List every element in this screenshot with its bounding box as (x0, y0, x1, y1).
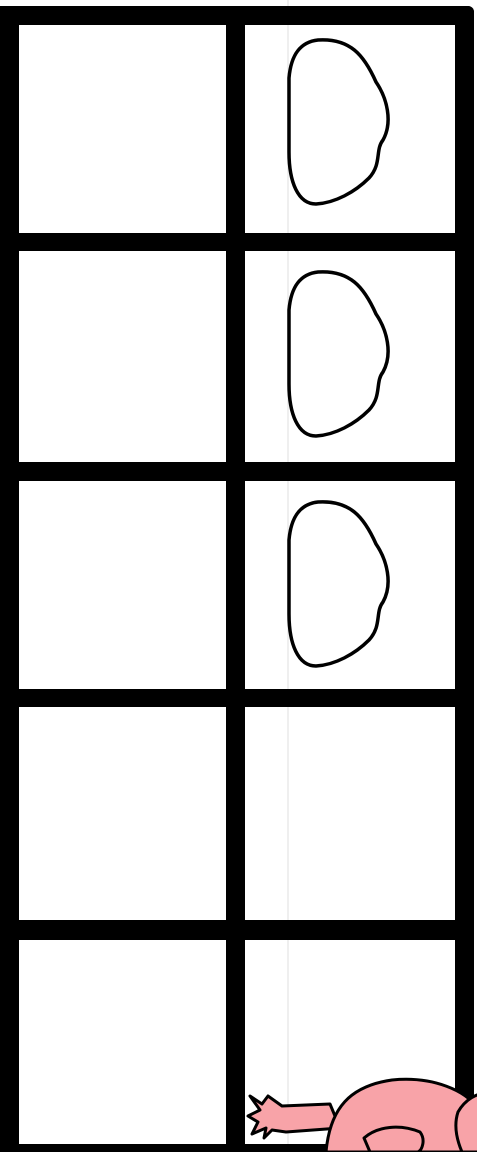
bean-counter-2 (289, 272, 388, 436)
frame-row-divider-3 (0, 689, 474, 707)
pink-character-wing (364, 1127, 423, 1152)
frame-center-divider (226, 6, 245, 1152)
frame-right-border (455, 6, 474, 1152)
frame-left-border (0, 6, 19, 1152)
bean-counter-3 (289, 502, 388, 666)
pink-character-tail (248, 1096, 340, 1138)
frame-row-divider-4 (0, 920, 474, 940)
frame-row-divider-1 (0, 233, 474, 251)
bean-counter-1 (289, 40, 388, 204)
ten-frame (0, 6, 474, 1152)
counters (289, 40, 388, 666)
pink-character (248, 1079, 477, 1152)
frame-row-divider-2 (0, 462, 474, 481)
